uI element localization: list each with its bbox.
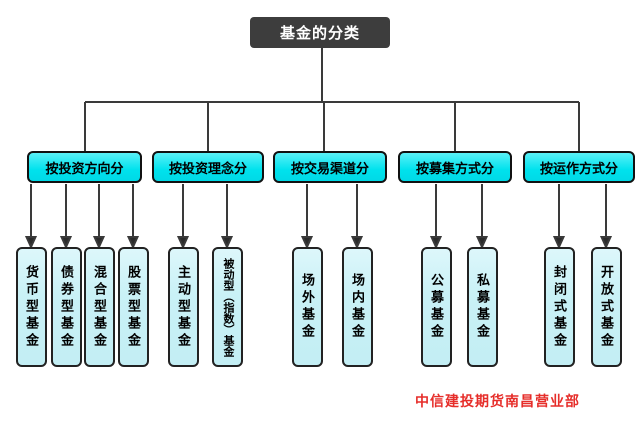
leaf-equity-fund: 股票型基金 bbox=[118, 247, 149, 367]
arrow-down-icon bbox=[59, 184, 73, 250]
leaf-label: 场内基金 bbox=[350, 273, 365, 341]
arrow-down-icon bbox=[220, 184, 234, 250]
arrow-down-icon bbox=[429, 184, 443, 250]
leaf-otc-fund: 场外基金 bbox=[292, 247, 323, 367]
leaf-label: 货币型基金 bbox=[24, 264, 39, 350]
leaf-label: 场外基金 bbox=[300, 273, 315, 341]
arrow-down-icon bbox=[176, 184, 190, 250]
leaf-label: 主动型基金 bbox=[176, 264, 191, 350]
leaf-closed-end-fund: 封闭式基金 bbox=[544, 247, 575, 367]
arrow-down-icon bbox=[24, 184, 38, 250]
leaf-private-fund: 私募基金 bbox=[467, 247, 498, 367]
leaf-open-end-fund: 开放式基金 bbox=[591, 247, 622, 367]
leaf-active-fund: 主动型基金 bbox=[168, 247, 199, 367]
arrow-down-icon bbox=[300, 184, 314, 250]
leaf-hybrid-fund: 混合型基金 bbox=[84, 247, 115, 367]
connector-arrows bbox=[24, 184, 613, 250]
arrow-down-icon bbox=[92, 184, 106, 250]
leaf-exchange-fund: 场内基金 bbox=[342, 247, 373, 367]
connector-trunk bbox=[84, 48, 580, 151]
leaf-label: 被动型（指数）基金 bbox=[222, 257, 234, 357]
leaf-label: 开放式基金 bbox=[599, 264, 614, 350]
arrow-down-icon bbox=[552, 184, 566, 250]
arrow-down-icon bbox=[350, 184, 364, 250]
leaf-public-fund: 公募基金 bbox=[421, 247, 452, 367]
arrow-down-icon bbox=[599, 184, 613, 250]
root-node-title: 基金的分类 bbox=[250, 17, 390, 48]
category-operation-mode: 按运作方式分 bbox=[523, 151, 635, 183]
leaf-label: 封闭式基金 bbox=[552, 264, 567, 350]
category-trading-channel: 按交易渠道分 bbox=[273, 151, 387, 183]
leaf-label: 混合型基金 bbox=[92, 264, 107, 350]
leaf-label: 私募基金 bbox=[475, 273, 490, 341]
leaf-money-market-fund: 货币型基金 bbox=[16, 247, 47, 367]
category-investment-direction: 按投资方向分 bbox=[27, 151, 142, 183]
leaf-label: 债券型基金 bbox=[59, 264, 74, 350]
leaf-bond-fund: 债券型基金 bbox=[51, 247, 82, 367]
arrow-down-icon bbox=[475, 184, 489, 250]
watermark-text: 中信建投期货南昌营业部 bbox=[415, 393, 580, 409]
arrow-down-icon bbox=[126, 184, 140, 250]
leaf-label: 股票型基金 bbox=[126, 264, 141, 350]
leaf-label: 公募基金 bbox=[429, 273, 444, 341]
leaf-passive-index-fund: 被动型（指数）基金 bbox=[212, 247, 243, 367]
category-fundraising-method: 按募集方式分 bbox=[398, 151, 512, 183]
category-investment-philosophy: 按投资理念分 bbox=[152, 151, 264, 183]
